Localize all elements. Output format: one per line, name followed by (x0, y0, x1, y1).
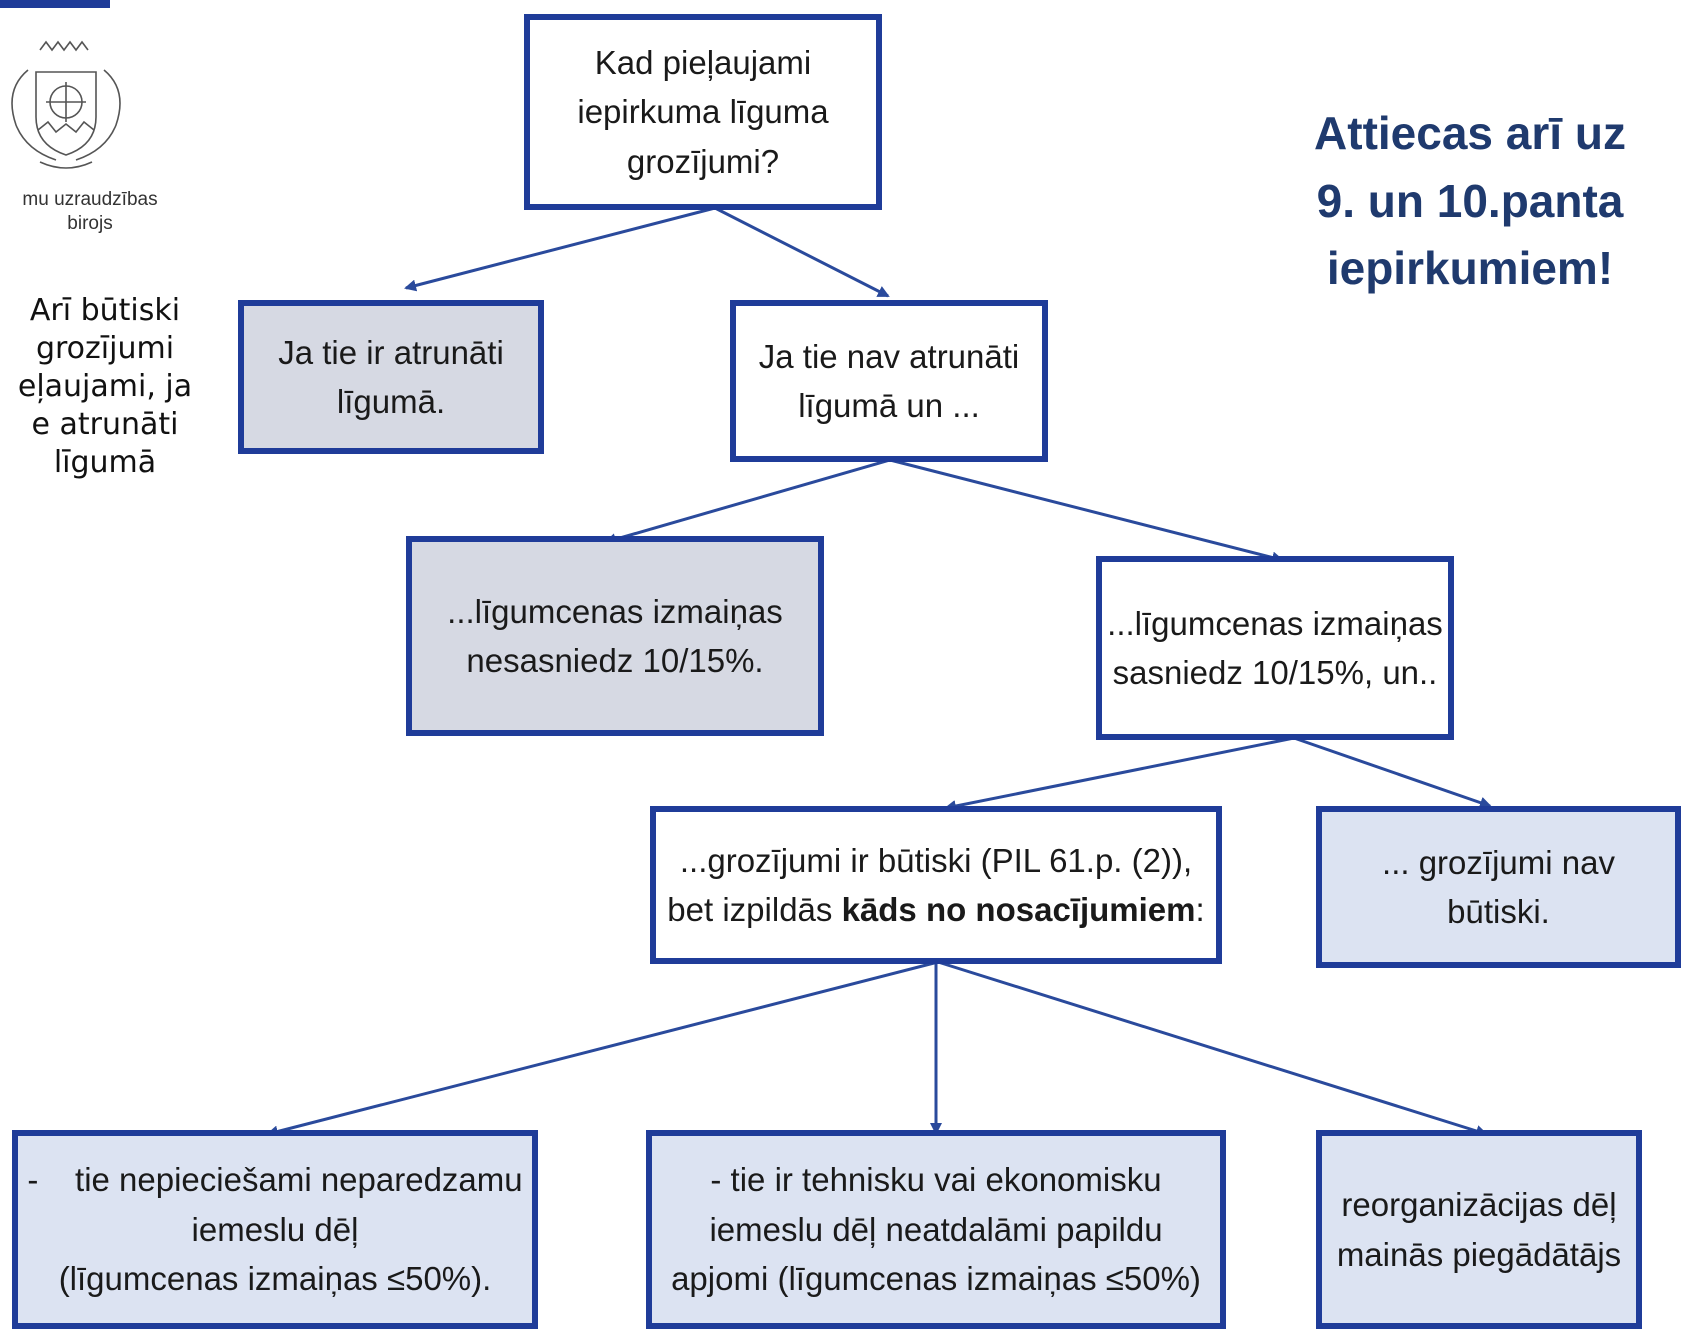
arrow-substantial-to-unforeseen (266, 960, 939, 1138)
arrow-not-agreed-to-below (604, 458, 891, 545)
callout-line: Attiecas arī uz (1314, 107, 1626, 159)
node-text-line: nesasniedz 10/15%. (466, 642, 764, 679)
callout-text: Attiecas arī uz 9. un 10.panta iepirkumi… (1300, 100, 1640, 303)
node-root-question: Kad pieļaujami iepirkuma līguma grozījum… (524, 14, 882, 210)
node-text-line: grozījumi? (626, 142, 780, 180)
arrow-root-to-not-agreed (714, 206, 890, 298)
callout-line: iepirkumiem! (1326, 242, 1614, 295)
arrow-reaches-to-substantial (944, 736, 1295, 812)
node-not-substantial: ... grozījumi nav būtiski. (1316, 806, 1681, 968)
node-text-line: sasniedz 10/15%, un.. (1112, 654, 1438, 691)
node-text-line: mainās piegādātājs (1336, 1235, 1622, 1273)
node-text-fragment: : (1195, 891, 1205, 928)
node-substantial-changes: ...grozījumi ir būtiski (PIL 61.p. (2)),… (650, 806, 1222, 964)
node-text-line: - tie ir tehnisku vai ekonomisku (710, 1161, 1162, 1199)
node-text-bold: kāds no nosacījumiem (841, 891, 1196, 928)
node-text-line: reorganizācijas dēļ (1341, 1186, 1617, 1223)
node-text-line: iemeslu dēļ (191, 1210, 359, 1248)
node-text-line: Kad pieļaujami (594, 43, 812, 81)
arrow-not-agreed-to-reaches (889, 458, 1284, 564)
node-text-line: iepirkuma līguma (577, 93, 829, 131)
side-note-line: līgumā (53, 445, 157, 481)
node-text-line: Ja tie nav atrunāti (758, 337, 1020, 375)
side-note-line: eļaujami, ja (17, 369, 193, 405)
node-agreed-in-contract: Ja tie ir atrunāti līgumā. (238, 300, 544, 454)
node-text-line: Ja tie ir atrunāti (278, 333, 504, 371)
node-text-line: iemeslu dēļ neatdalāmi papildu (709, 1210, 1163, 1248)
logo-caption: mu uzraudzības birojs (0, 188, 180, 236)
node-text-line: - tie nepieciešami neparedzamu (27, 1161, 523, 1199)
node-reaches-threshold: ...līgumcenas izmaiņas sasniedz 10/15%, … (1096, 556, 1454, 740)
node-text-line: līgumā un ... (798, 387, 980, 424)
logo-caption-line: birojs (67, 212, 113, 234)
header-accent-bar (0, 0, 110, 8)
side-note-line: grozījumi (35, 331, 175, 367)
node-technical-economic-reasons: - tie ir tehnisku vai ekonomisku iemeslu… (646, 1130, 1226, 1329)
node-text-line: (līgumcenas izmaiņas ≤50%). (58, 1260, 492, 1298)
side-note: Arī būtiski grozījumi eļaujami, ja e atr… (0, 292, 210, 482)
arrow-reaches-to-not-substantial (1293, 736, 1492, 809)
node-text-line: ... grozījumi nav (1382, 843, 1615, 881)
node-text-line: apjomi (līgumcenas izmaiņas ≤50%) (671, 1260, 1201, 1298)
node-text-line: bet izpildās kāds no nosacījumiem: (667, 885, 1204, 935)
logo-caption-line: mu uzraudzības (22, 189, 158, 210)
node-text-line: līgumā. (336, 383, 446, 420)
side-note-line: Arī būtiski (29, 293, 181, 328)
coat-of-arms-logo (11, 40, 121, 169)
node-not-agreed-in-contract: Ja tie nav atrunāti līgumā un ... (730, 300, 1048, 462)
node-text-line: būtiski. (1447, 893, 1550, 930)
node-reorganization: reorganizācijas dēļ mainās piegādātājs (1316, 1130, 1642, 1329)
node-text-fragment: bet izpildās (667, 891, 842, 928)
node-text-line: ...grozījumi ir būtiski (PIL 61.p. (2)), (679, 841, 1193, 879)
arrow-substantial-to-reorganization (937, 960, 1488, 1137)
node-below-threshold: ...līgumcenas izmaiņas nesasniedz 10/15%… (406, 536, 824, 736)
side-note-line: e atrunāti (31, 407, 179, 443)
node-unforeseen-reasons: - tie nepieciešami neparedzamu iemeslu d… (12, 1130, 538, 1329)
arrow-root-to-agreed (404, 206, 716, 292)
node-text-line: ...līgumcenas izmaiņas (447, 592, 783, 630)
node-text-line: ...līgumcenas izmaiņas (1107, 604, 1443, 642)
callout-line: 9. un 10.panta (1316, 174, 1624, 227)
